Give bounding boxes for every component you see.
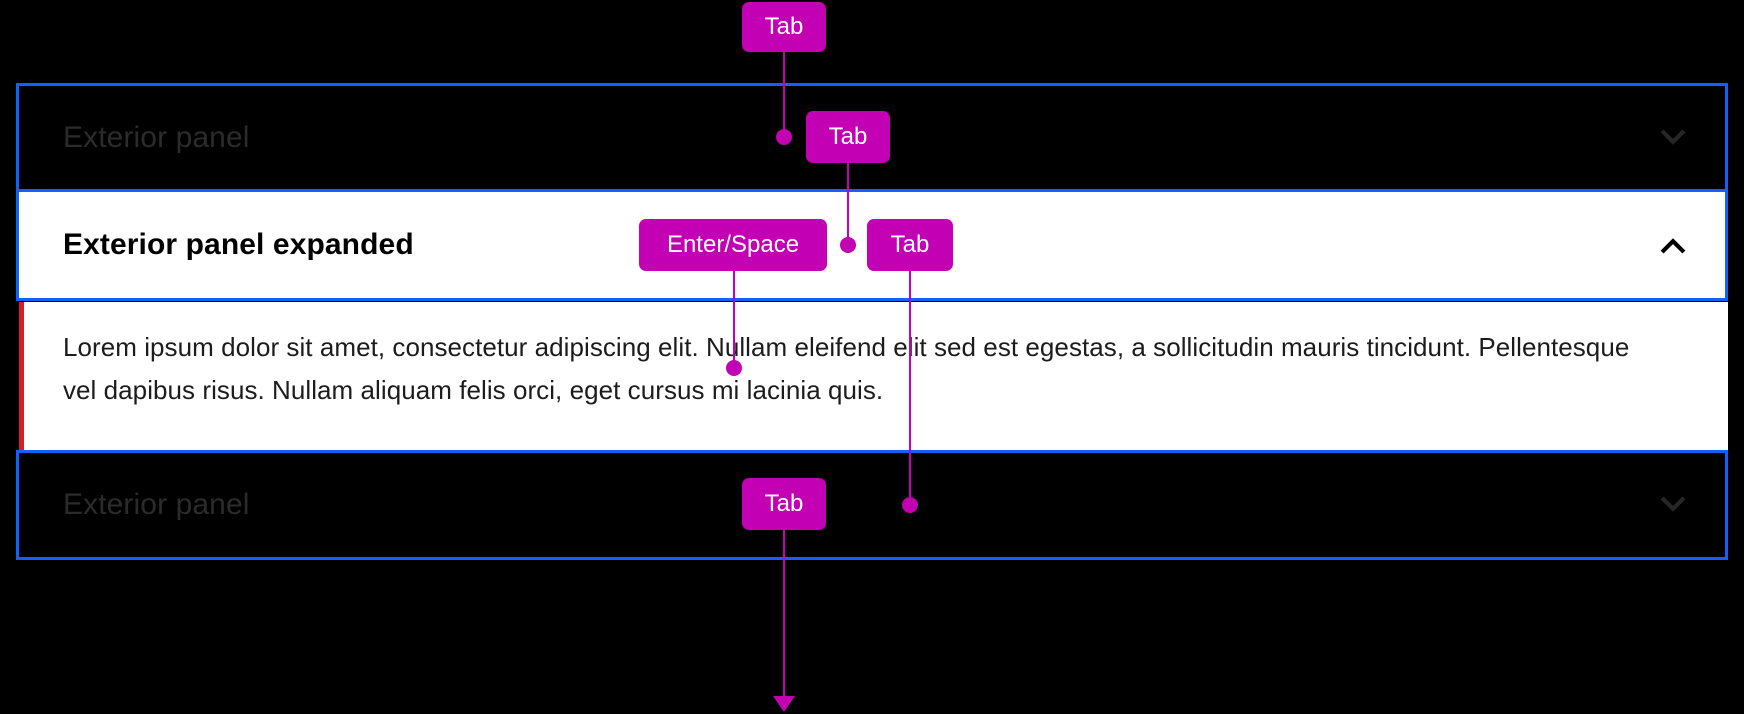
annotation-badge-enter-space: Enter/Space [639,219,827,271]
panel-title-expanded: Exterior panel expanded [63,228,414,261]
chevron-up-icon[interactable] [1655,227,1691,263]
annotation-connector-tab-entry [783,52,785,136]
annotation-badge-tab-expanded-header: Tab [867,219,953,271]
annotation-badge-tab-top-header: Tab [806,111,890,163]
panel-exterior-collapsed-bottom[interactable]: Exterior panel [16,450,1728,560]
annotation-endpoint-tab-entry [776,129,792,145]
panel-header-expanded[interactable]: Exterior panel expanded [19,192,1725,298]
annotation-connector-enter-space [733,271,735,367]
annotation-badge-tab-bottom-header: Tab [742,478,826,530]
annotation-connector-tab-top-header [847,163,849,245]
annotation-endpoint-tab-top-header [840,237,856,253]
panel-header-top[interactable]: Exterior panel [19,86,1725,190]
panel-exterior-expanded-header[interactable]: Exterior panel expanded [16,189,1728,301]
annotation-connector-tab-expanded-header [909,271,911,504]
panel-exterior-collapsed-top[interactable]: Exterior panel [16,83,1728,193]
panel-body-inner: Lorem ipsum dolor sit amet, consectetur … [19,302,1728,442]
annotation-endpoint-enter-space [726,360,742,376]
panel-body-error-bar [19,302,24,450]
annotation-connector-tab-bottom-header [783,530,785,698]
panel-title-top: Exterior panel [63,121,250,154]
panel-header-bottom[interactable]: Exterior panel [19,453,1725,557]
annotation-arrowhead-tab-exit [773,696,795,712]
chevron-down-icon[interactable] [1655,120,1691,156]
panel-title-bottom: Exterior panel [63,488,250,521]
panel-body-expanded: Lorem ipsum dolor sit amet, consectetur … [16,302,1728,450]
chevron-down-icon[interactable] [1655,487,1691,523]
panel-body-text: Lorem ipsum dolor sit amet, consectetur … [63,332,1630,405]
annotation-endpoint-tab-expanded-header [902,497,918,513]
annotation-badge-tab-entry: Tab [742,2,826,52]
